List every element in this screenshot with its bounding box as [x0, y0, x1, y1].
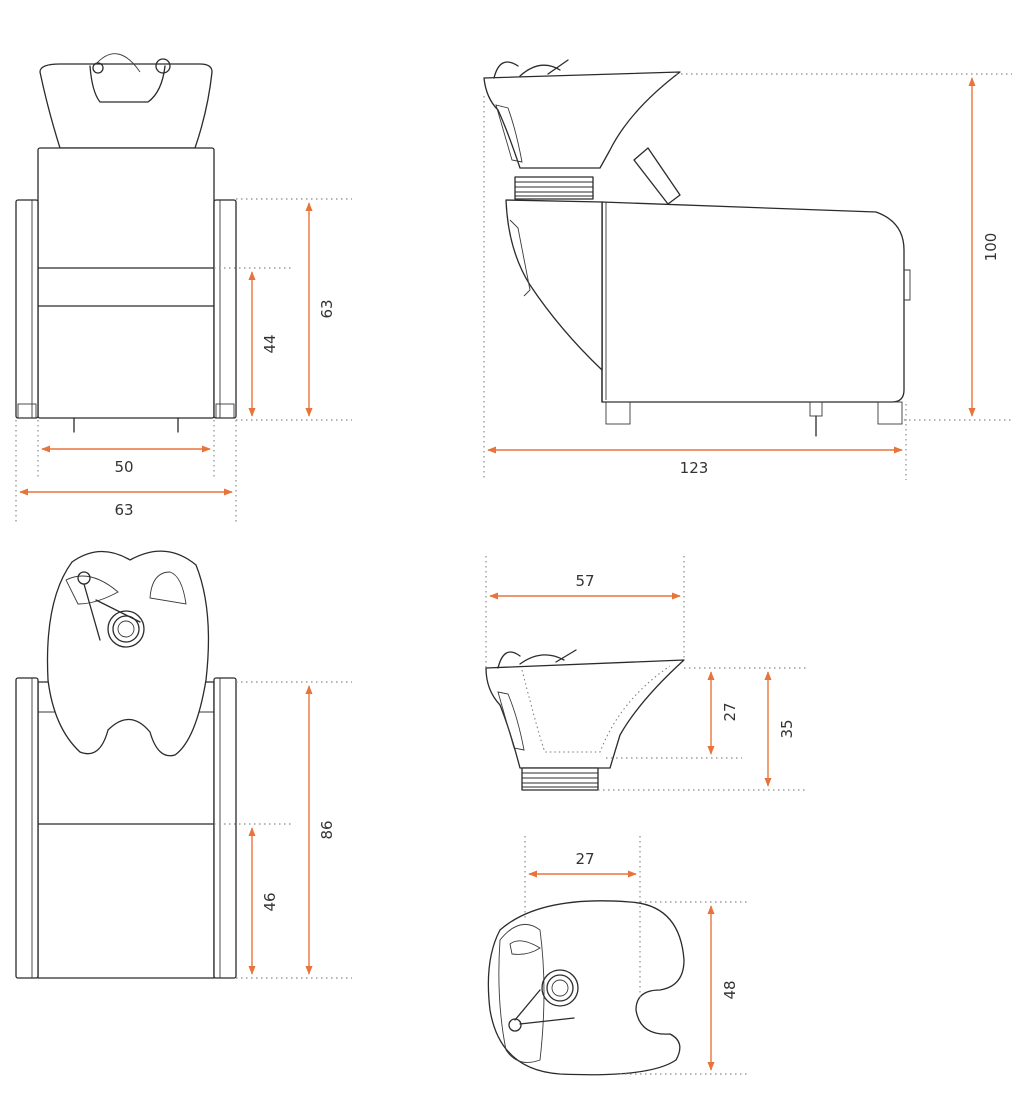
side-view: 100 123 [483, 59, 1012, 480]
label-basin-total-depth: 35 [778, 719, 796, 738]
label-side-total-height: 100 [982, 233, 1000, 262]
label-front-seat-lower: 44 [261, 334, 279, 353]
label-front-outer-width: 63 [114, 501, 133, 519]
basin-side-view: 57 27 35 [485, 556, 806, 791]
label-top-total-length: 86 [318, 820, 336, 839]
label-basin-side-width: 57 [575, 572, 594, 590]
label-top-seat-length: 46 [261, 892, 279, 911]
basin-top-view: 27 48 [487, 836, 748, 1076]
top-view: 86 46 [15, 550, 352, 979]
label-basin-top-length: 48 [721, 980, 739, 999]
label-front-seat-height: 63 [318, 299, 336, 318]
front-view: 63 44 50 63 [15, 53, 352, 522]
label-basin-inner-depth: 27 [721, 702, 739, 721]
label-basin-top-width: 27 [575, 850, 594, 868]
label-side-total-length: 123 [680, 459, 709, 477]
label-front-inner-width: 50 [114, 458, 133, 476]
